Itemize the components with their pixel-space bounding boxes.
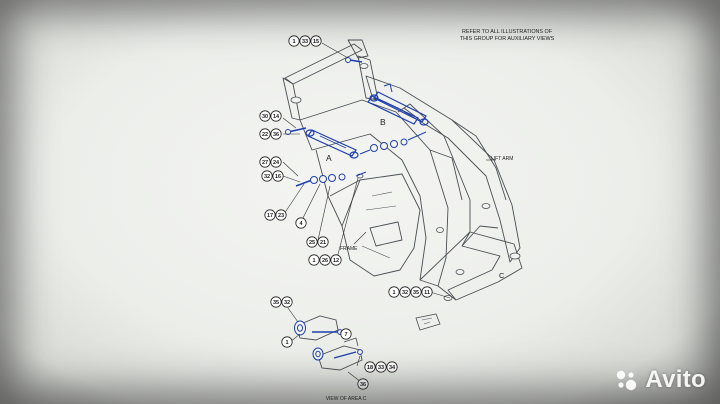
callout-number: 14 — [273, 114, 280, 120]
callout-number: 33 — [302, 39, 308, 45]
watermark-text: Avito — [645, 366, 706, 393]
callout-number: 25 — [309, 240, 315, 246]
callout-number: 27 — [262, 160, 268, 166]
callout-b-left-1: 30 14 — [259, 110, 282, 122]
callout-detail-5: 36 — [357, 378, 369, 390]
frame-label: FRAME — [340, 246, 358, 252]
callout-a-low-1: 17 23 — [264, 209, 287, 221]
avito-logo-icon — [617, 370, 637, 391]
callout-a-low-4: 1 26 12 — [308, 254, 342, 266]
detail-caption: VIEW OF AREA C — [326, 396, 367, 402]
callout-number: 32 — [264, 174, 270, 180]
watermark: Avito — [613, 366, 706, 394]
lift-cylinder-b — [367, 83, 429, 126]
callout-number: 7 — [344, 332, 347, 338]
callout-number: 1 — [285, 340, 288, 346]
callout-number: 1 — [392, 290, 395, 296]
callout-number: 18 — [367, 365, 373, 371]
view-label-c: C — [499, 271, 505, 280]
callout-detail-4: 18 33 34 — [364, 361, 398, 373]
view-label-a: A — [326, 153, 332, 163]
callout-number: 1 — [292, 39, 295, 45]
callout-number: 26 — [322, 258, 328, 264]
callout-number: 11 — [424, 290, 430, 296]
upper-left-pin — [285, 127, 307, 135]
callout-number: 4 — [299, 221, 303, 227]
pin-set-a — [295, 171, 367, 187]
callout-a-left-2: 32 16 — [261, 170, 284, 182]
callout-a-low-2: 4 — [295, 217, 307, 229]
lift-cylinder-a — [305, 129, 359, 159]
callout-number: 16 — [275, 174, 281, 180]
view-label-b: B — [380, 117, 386, 127]
callout-number: 17 — [267, 213, 273, 219]
callout-number: 32 — [402, 290, 408, 296]
callout-number: 36 — [360, 382, 366, 388]
detail-view-c — [295, 315, 363, 371]
frame-pins — [290, 63, 521, 301]
callout-detail-3: 1 — [281, 336, 293, 348]
callout-number: 22 — [262, 132, 268, 138]
callout-number: 34 — [389, 365, 396, 371]
pin-set-b — [359, 131, 427, 155]
detail-leaders — [287, 307, 362, 383]
callout-number: 15 — [313, 39, 319, 45]
callout-detail-1: 35 32 — [270, 296, 293, 308]
callout-number: 24 — [273, 160, 280, 166]
callout-number: 1 — [312, 258, 315, 264]
callout-a-low-3: 25 21 — [306, 236, 329, 248]
callout-detail-2: 7 — [340, 328, 352, 340]
callout-number: 32 — [284, 300, 290, 306]
callout-top: 1 33 15 — [288, 35, 322, 47]
callout-b-left-2: 22 36 — [259, 128, 282, 140]
top-pin — [345, 57, 363, 63]
leader-lines — [282, 42, 496, 299]
callout-number: 33 — [378, 365, 384, 371]
callout-number: 30 — [262, 114, 268, 120]
lift-arm-label: LIFT ARM — [491, 156, 513, 162]
callout-number: 35 — [413, 290, 419, 296]
callout-number: 12 — [333, 258, 339, 264]
note-line-1: REFER TO ALL ILLUSTRATIONS OF — [462, 29, 553, 35]
detail-pins — [294, 320, 363, 361]
callout-c-group: 1 32 35 11 — [388, 286, 433, 298]
direction-tag — [415, 313, 441, 331]
callout-number: 36 — [273, 132, 279, 138]
callout-number: 21 — [320, 240, 326, 246]
callout-number: 35 — [273, 300, 279, 306]
note-line-2: THIS GROUP FOR AUXILIARY VIEWS — [460, 36, 555, 42]
callout-number: 23 — [278, 213, 284, 219]
callout-a-left-1: 27 24 — [259, 156, 282, 168]
